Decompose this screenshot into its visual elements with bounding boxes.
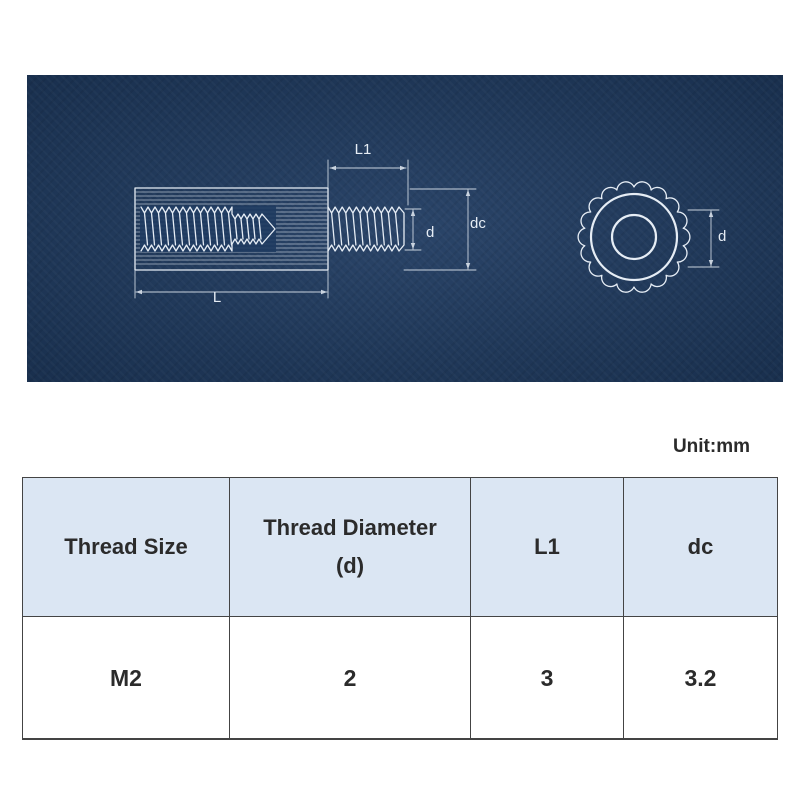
dimension-d-end-label: d	[718, 228, 726, 245]
dimension-L-label: L	[213, 289, 221, 306]
table-cell-thread-size: M2	[23, 617, 230, 738]
spec-table: Thread Size Thread Diameter (d) L1 dc M2…	[22, 477, 778, 740]
header-thread-size: Thread Size	[23, 478, 230, 617]
header-label: Thread Size	[64, 534, 188, 559]
header-l1: L1	[471, 478, 624, 617]
end-face-circle	[589, 192, 679, 282]
dimension-d-side: d	[404, 208, 434, 251]
dimension-L-extension-lines	[134, 270, 329, 299]
header-label: Thread Diameter	[263, 515, 437, 540]
table-cell-thread-diameter: 2	[230, 617, 471, 738]
dimension-L1-extension-lines	[327, 159, 409, 206]
dimension-d-side-extension-lines	[404, 208, 422, 251]
header-thread-diameter: Thread Diameter (d)	[230, 478, 471, 617]
knurled-outline	[577, 181, 691, 293]
dimension-L: L	[134, 270, 329, 306]
threaded-hole-circle	[610, 213, 658, 261]
header-label: dc	[687, 534, 714, 559]
dimension-d-side-label: d	[426, 224, 434, 241]
dimension-d-end-extension-lines	[687, 209, 720, 268]
technical-drawing-panel: L1 d dc L d	[27, 75, 783, 382]
dimension-L1: L1	[327, 141, 409, 206]
dimension-dc: dc	[403, 188, 486, 271]
standoff-body-outline	[134, 187, 329, 271]
dimension-L1-label: L1	[355, 141, 372, 158]
dimension-dc-label: dc	[470, 215, 486, 232]
standoff-side-view	[134, 187, 405, 271]
table-cell-dc: 3.2	[624, 617, 777, 738]
technical-drawing: L1 d dc L d	[134, 141, 726, 306]
table-cell-l1: 3	[471, 617, 624, 738]
dimension-d-end: d	[687, 209, 726, 268]
dimension-dc-extension-lines	[403, 188, 477, 271]
male-thread	[327, 206, 405, 252]
standoff-end-view	[577, 181, 691, 293]
internal-thread	[140, 206, 276, 252]
unit-label: Unit:mm	[672, 436, 750, 457]
header-dc: dc	[624, 478, 777, 617]
header-label: L1	[534, 534, 560, 559]
header-label: (d)	[335, 553, 365, 578]
